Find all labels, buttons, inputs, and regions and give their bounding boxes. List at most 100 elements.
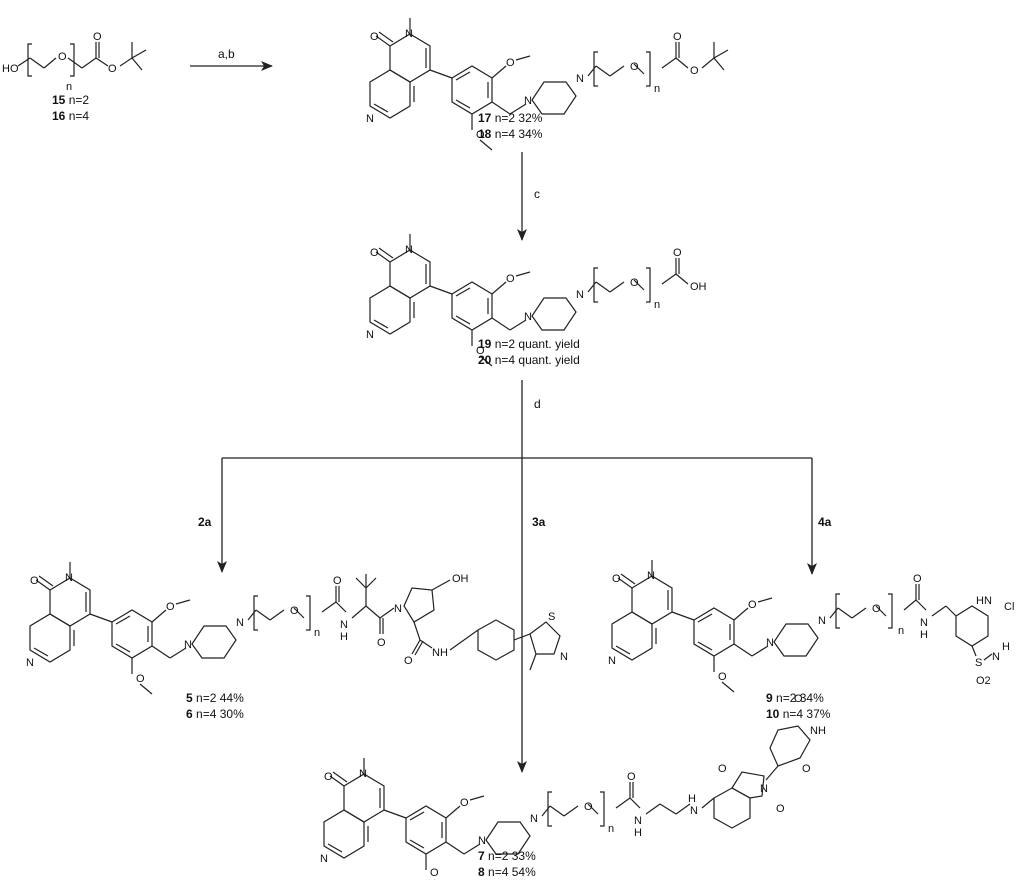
- compound-7-8: O N N O O N N O n O N H H N O N O O NH O: [320, 693, 826, 880]
- atom-o: O: [93, 31, 102, 43]
- atom-o: O: [476, 129, 485, 141]
- atom-o: O: [324, 771, 333, 783]
- atom-n: N: [576, 289, 584, 301]
- compound-number: 10: [766, 707, 780, 721]
- atom-nh: NH: [432, 647, 448, 659]
- svg-text:7 n=2 33%: 7 n=2 33%: [478, 849, 536, 863]
- compound-yield: n=4 30%: [196, 707, 244, 721]
- atom-n: N: [26, 657, 34, 669]
- svg-text:8 n=4 54%: 8 n=4 54%: [478, 865, 536, 879]
- atom-n: N: [394, 603, 402, 615]
- atom-nh: NH: [810, 725, 826, 737]
- atom-o: O: [584, 801, 593, 813]
- atom-n: n: [898, 625, 904, 637]
- atom-n: N: [478, 835, 486, 847]
- branch-label-3a: 3a: [532, 515, 546, 529]
- atom-nh: N: [690, 805, 698, 817]
- start-material: HO O n O O: [2, 31, 147, 93]
- atom-n: N: [405, 28, 413, 40]
- atom-n: N: [576, 73, 584, 85]
- compound-5-6: O N N O O N N O n O N H O N OH O NH: [26, 561, 568, 695]
- atom-nh: H: [920, 629, 928, 641]
- atom-o: O: [718, 763, 727, 775]
- atom-o: O: [166, 601, 175, 613]
- atom-o: O: [612, 573, 621, 585]
- compound-number: 18: [478, 127, 492, 141]
- atom-nh: N: [340, 619, 348, 631]
- atom-cl: Cl: [1004, 601, 1014, 613]
- atom-n: n: [314, 627, 320, 639]
- atom-o: O: [460, 797, 469, 809]
- compound-number: 15: [52, 93, 66, 107]
- label-15-16: 15 n=2 16 n=4: [52, 93, 89, 123]
- atom-nh: N: [920, 617, 928, 629]
- atom-n: N: [524, 311, 532, 323]
- atom-o: O: [333, 575, 342, 587]
- atom-n: N: [818, 615, 826, 627]
- atom-n: N: [608, 655, 616, 667]
- compound-yield: n=4 54%: [488, 865, 536, 879]
- compound-yield: n=4 quant. yield: [495, 353, 580, 367]
- svg-text:17 n=2 32%: 17 n=2 32%: [478, 111, 543, 125]
- atom-o: O: [776, 803, 785, 815]
- label-9-10: 9 n=2 34% 10 n=4 37%: [766, 691, 831, 721]
- branch-label-2a: 2a: [198, 515, 212, 529]
- atom-o: O: [690, 65, 699, 77]
- svg-text:9 n=2 34%: 9 n=2 34%: [766, 691, 824, 705]
- atom-n: N: [65, 572, 73, 584]
- atom-o: O: [630, 61, 639, 73]
- atom-n: N: [236, 617, 244, 629]
- atom-n: N: [524, 95, 532, 107]
- compound-number: 20: [478, 353, 492, 367]
- compound-number: 19: [478, 337, 492, 351]
- atom-o: O: [673, 247, 682, 259]
- atom-n: N: [320, 853, 328, 865]
- atom-n: n: [654, 299, 660, 311]
- compound-number: 16: [52, 109, 66, 123]
- svg-text:15 n=2: 15 n=2: [52, 93, 89, 107]
- atom-o: O: [718, 671, 727, 683]
- compound-19-20: O N N O O N N O n O OH: [366, 233, 707, 367]
- compound-yield: n=2 33%: [488, 849, 536, 863]
- step-label-d: d: [534, 397, 541, 411]
- compound-number: 7: [478, 849, 485, 863]
- compound-yield: n=4 37%: [783, 707, 831, 721]
- atom-s: S: [975, 657, 982, 669]
- atom-n: N: [366, 113, 374, 125]
- atom-o: O: [630, 277, 639, 289]
- atom-n: N: [766, 637, 774, 649]
- label-17-18: 17 n=2 32% 18 n=4 34%: [478, 111, 543, 141]
- atom-n: N: [405, 244, 413, 256]
- compound-yield: n=2 32%: [495, 111, 543, 125]
- atom-s: S: [548, 611, 555, 623]
- compound-yield: n=2 quant. yield: [495, 337, 580, 351]
- atom-o: O: [673, 31, 682, 43]
- compound-number: 6: [186, 707, 193, 721]
- atom-oh: OH: [690, 281, 707, 293]
- compound-number: 17: [478, 111, 492, 125]
- atom-hn: HN: [976, 595, 992, 607]
- atom-o: O: [370, 247, 379, 259]
- atom-n: N: [530, 813, 538, 825]
- atom-o: O: [476, 345, 485, 357]
- compound-number: 8: [478, 865, 485, 879]
- atom-o: O: [404, 655, 413, 667]
- label-19-20: 19 n=2 quant. yield 20 n=4 quant. yield: [478, 337, 580, 367]
- atom-o: O: [506, 273, 515, 285]
- atom-o: O: [794, 693, 803, 705]
- compound-17-18: O N N O O N N O n O O: [366, 17, 729, 151]
- compound-condition: n=2: [69, 93, 90, 107]
- atom-o: O: [290, 605, 299, 617]
- svg-text:19 n=2 quant. yield: 19 n=2 quant. yield: [478, 337, 580, 351]
- svg-text:16 n=4: 16 n=4: [52, 109, 89, 123]
- compound-number: 5: [186, 691, 193, 705]
- branch-label-4a: 4a: [818, 515, 832, 529]
- atom-o: O: [802, 763, 811, 775]
- atom-o: O: [377, 637, 386, 649]
- atom-o2: O2: [976, 675, 991, 687]
- atom-o: O: [136, 673, 145, 685]
- compound-9-10: O N N O O N N O n O N H S O2 N H HN Cl: [608, 559, 1014, 693]
- atom-oh: OH: [452, 573, 469, 585]
- atom-nh: N: [634, 815, 642, 827]
